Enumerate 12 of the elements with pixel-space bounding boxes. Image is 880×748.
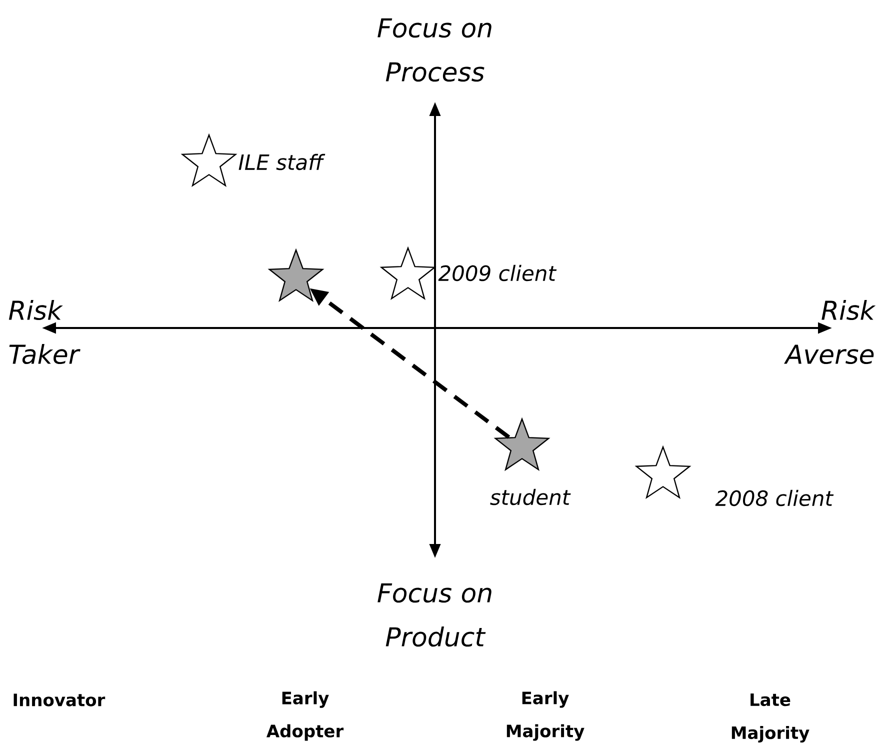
axis-label: Focus on Process <box>378 18 492 82</box>
axis-label: Early Adopter <box>266 691 344 741</box>
axis-label: Innovator <box>14 694 106 706</box>
marker-label: ILE staff <box>238 154 326 170</box>
marker-label: student <box>490 488 571 506</box>
axis-label: Late Majority <box>732 693 810 743</box>
marker-label: 2008 client <box>715 490 834 506</box>
axis-label: Risk Taker <box>8 300 80 364</box>
marker-label: 2009 client <box>438 264 557 282</box>
axis-label: Focus on Product <box>378 583 492 647</box>
axis-label: Early Majority <box>506 691 584 741</box>
axis-label: Risk Averse <box>784 300 876 364</box>
